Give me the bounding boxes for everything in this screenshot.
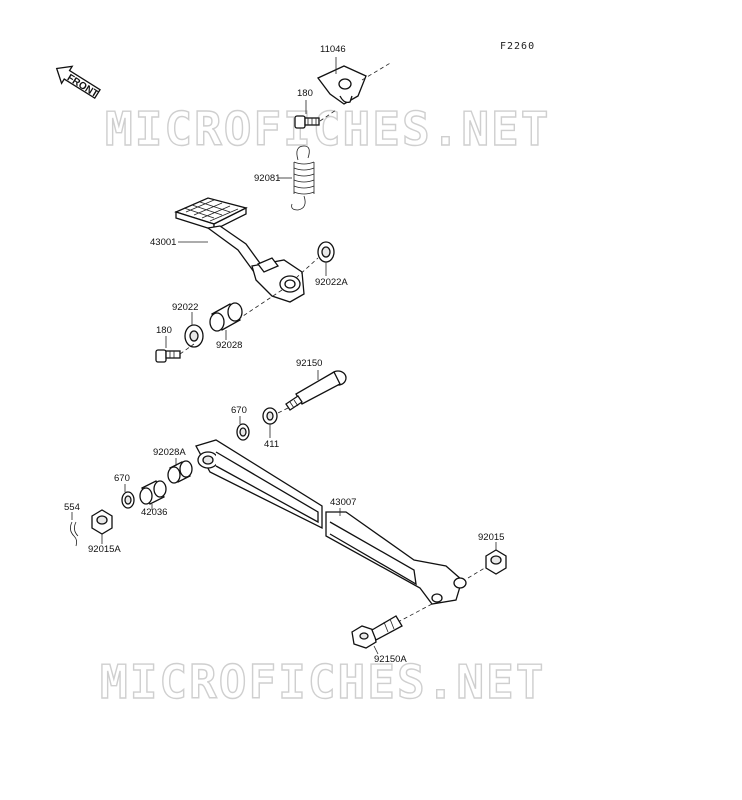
label-92028A: 92028A (153, 447, 186, 458)
washer-92022A (317, 241, 335, 263)
label-670-left: 670 (114, 473, 130, 484)
nut-92015 (485, 549, 507, 575)
bolt-180-mid (155, 343, 195, 363)
watermark-top: MICROFICHES.NET (105, 102, 550, 156)
diagram-code: F2260 (500, 41, 535, 52)
bracket-11046 (316, 61, 393, 105)
label-43001: 43001 (150, 237, 176, 248)
brake-pedal-43001 (174, 197, 319, 319)
label-670-top: 670 (231, 405, 247, 416)
label-554: 554 (64, 502, 80, 513)
label-92150A: 92150A (374, 654, 407, 665)
cotter-pin-554 (70, 521, 79, 547)
washer-670-left (121, 491, 135, 509)
bolt-92150 (275, 370, 347, 415)
label-92015A: 92015A (88, 544, 121, 555)
collar-92028A (167, 460, 193, 484)
spring-92081 (291, 145, 315, 211)
washer-670-top (236, 423, 250, 441)
label-92022: 92022 (172, 302, 198, 313)
label-92028: 92028 (216, 340, 242, 351)
washer-411 (262, 407, 278, 425)
collar-92028 (209, 302, 243, 332)
front-arrow-icon: FRONT (55, 65, 101, 100)
label-92081: 92081 (254, 173, 280, 184)
label-92022A: 92022A (315, 277, 348, 288)
label-411: 411 (264, 439, 279, 450)
label-92015: 92015 (478, 532, 504, 543)
bolt-92150A (351, 615, 403, 649)
label-42036: 42036 (141, 507, 167, 518)
label-92150: 92150 (296, 358, 322, 369)
washer-92022 (184, 324, 204, 348)
label-180-mid: 180 (156, 325, 172, 336)
label-180-top: 180 (297, 88, 313, 99)
brake-rod-43007 (195, 439, 489, 623)
label-11046: 11046 (320, 44, 346, 55)
collar-42036 (139, 480, 167, 505)
nut-92015A (91, 509, 113, 535)
bolt-180-top (294, 109, 337, 129)
label-43007: 43007 (330, 497, 356, 508)
watermark-bottom: MICROFICHES.NET (100, 655, 545, 709)
